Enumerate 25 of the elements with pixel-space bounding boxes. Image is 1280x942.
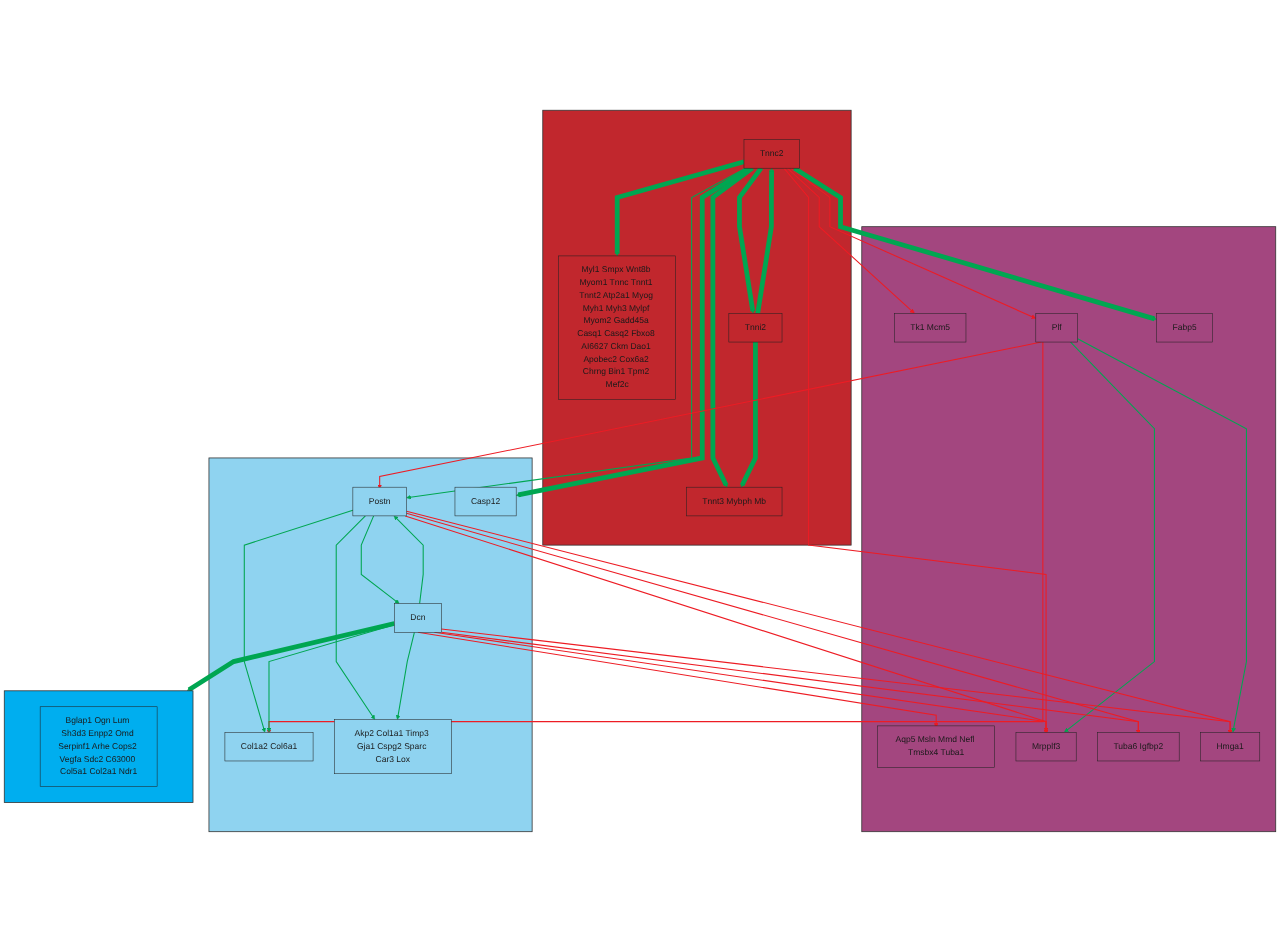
arrow xyxy=(266,341,1044,735)
arrow xyxy=(737,166,764,314)
arrow xyxy=(1077,338,1247,733)
cluster xyxy=(3,690,194,803)
arrow xyxy=(335,515,375,720)
arrow xyxy=(377,341,1042,489)
cluster xyxy=(861,226,1277,833)
arrow xyxy=(360,515,400,604)
arrow xyxy=(187,621,395,692)
cluster xyxy=(542,109,852,546)
arrow xyxy=(243,509,354,733)
arrow xyxy=(406,167,746,500)
arrow xyxy=(515,166,751,498)
arrow xyxy=(793,166,1157,322)
arrow xyxy=(710,166,754,488)
arrow xyxy=(395,631,415,720)
arrow xyxy=(790,167,1036,319)
arrow xyxy=(614,159,745,257)
cluster xyxy=(208,457,533,833)
arrow xyxy=(783,167,1049,733)
arrow xyxy=(739,342,758,488)
arrow xyxy=(393,515,424,605)
arrow xyxy=(1064,341,1155,733)
arrow xyxy=(755,168,774,314)
arrow xyxy=(786,167,915,314)
